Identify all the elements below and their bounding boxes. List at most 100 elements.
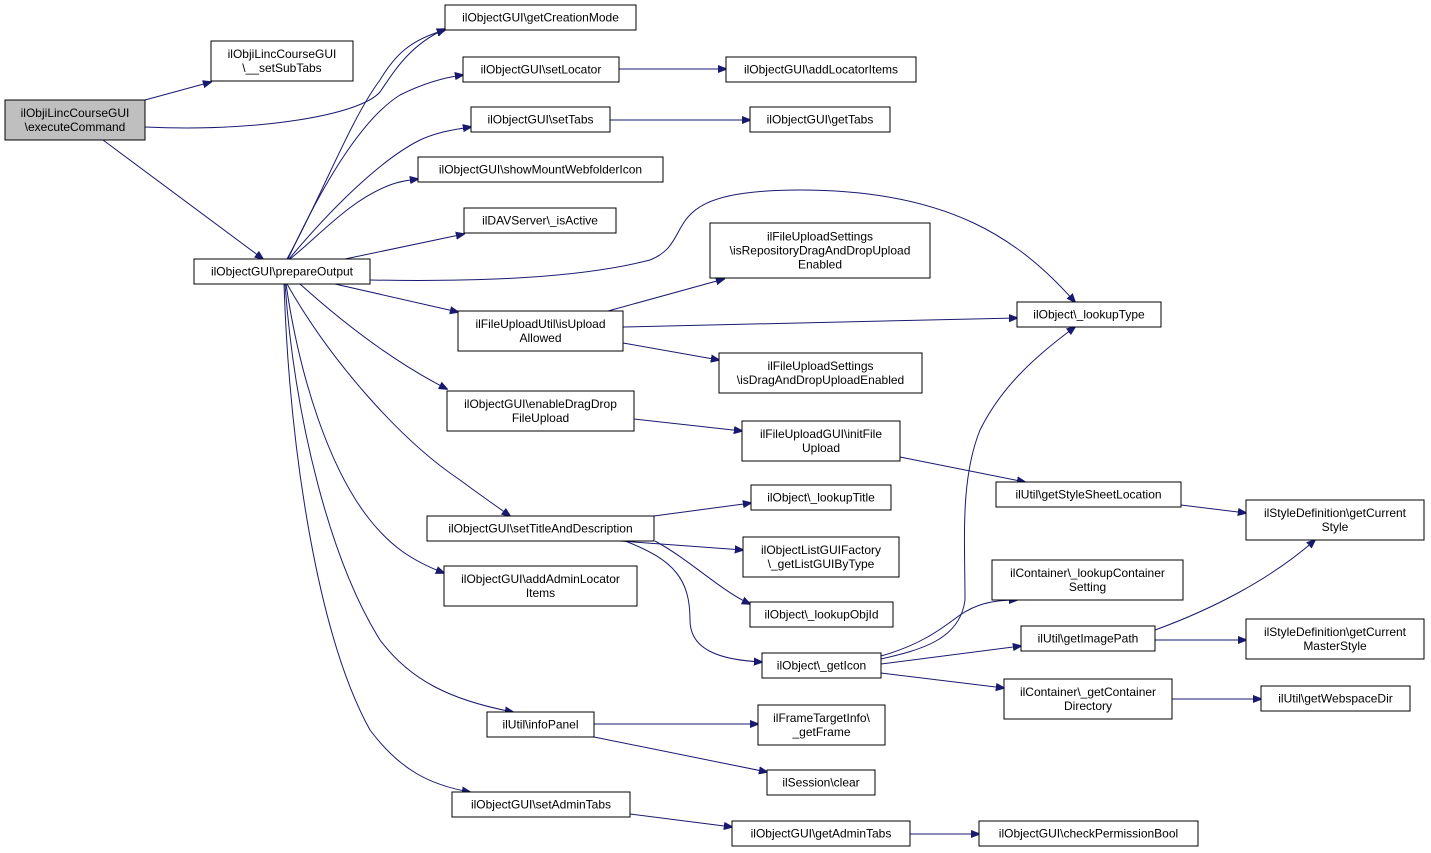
node-n28[interactable]: ilUtil\getWebspaceDir [1260, 685, 1411, 712]
edge-n2-n22 [285, 283, 444, 573]
edge-line [289, 179, 418, 260]
node-label: ilObjectGUI\checkPermissionBool [999, 827, 1178, 841]
node-n34[interactable]: ilObjectGUI\checkPermissionBool [978, 820, 1199, 847]
node-box [742, 536, 900, 578]
edge-n32-n33 [629, 813, 732, 827]
edge-n14-n15 [633, 418, 742, 431]
edge-line [284, 283, 513, 712]
edge-line [622, 342, 719, 360]
node-box [470, 106, 611, 133]
edge-n2-n29 [284, 283, 513, 712]
node-label: \isDragAndDropUploadEnabled [737, 373, 904, 387]
node-n9[interactable]: ilDAVServer\_isActive [463, 207, 617, 234]
node-n31[interactable]: ilSession\clear [766, 769, 876, 796]
node-box [1245, 618, 1425, 660]
node-n1[interactable]: ilObjiLincCourseGUI\__setSubTabs [210, 40, 354, 82]
node-n11[interactable]: ilObject\_lookupType [1016, 301, 1162, 328]
node-n8[interactable]: ilObjectGUI\showMountWebfolderIcon [417, 156, 664, 183]
node-n33[interactable]: ilObjectGUI\getAdminTabs [731, 820, 911, 847]
node-label: Setting [1069, 580, 1106, 594]
node-box [757, 704, 886, 746]
node-n23[interactable]: ilObject\_lookupObjId [749, 601, 894, 628]
node-n30[interactable]: ilFrameTargetInfo\_getFrame [757, 704, 886, 746]
edge-n2-n6 [288, 127, 471, 260]
edge-n2-n11 [369, 189, 1075, 302]
node-n3[interactable]: ilObjectGUI\getCreationMode [444, 4, 637, 31]
node-n26[interactable]: ilObject\_getIcon [761, 652, 882, 679]
edge-n26-n27 [880, 672, 1004, 688]
edge-line [607, 279, 724, 312]
node-label: ilObjiLincCourseGUI [228, 47, 337, 61]
node-label: Directory [1064, 699, 1112, 713]
node-box [486, 711, 595, 738]
node-label: \_getListGUIByType [768, 557, 875, 571]
edge-n12-n11 [622, 318, 1017, 328]
node-label: ilObjectGUI\showMountWebfolderIcon [439, 163, 642, 177]
edge-n19-n20 [619, 540, 743, 550]
node-label: ilObjectGUI\setTitleAndDescription [448, 522, 632, 536]
node-box [1003, 678, 1173, 720]
node-n7[interactable]: ilObjectGUI\getTabs [749, 106, 891, 133]
node-label: ilObjectListGUIFactory [761, 543, 881, 557]
node-box [426, 515, 655, 542]
edge-line [629, 813, 732, 827]
node-n13[interactable]: ilFileUploadSettings\isDragAndDropUpload… [718, 352, 923, 394]
node-label: Enabled [798, 258, 842, 272]
node-box [1016, 301, 1162, 328]
node-label: Upload [802, 441, 840, 455]
node-label: ilFrameTargetInfo\ [773, 711, 870, 725]
edge-line [880, 646, 1021, 665]
node-label: ilObjectGUI\addAdminLocator [461, 572, 620, 586]
node-label: ilStyleDefinition\getCurrent [1264, 625, 1407, 639]
edge-line [1154, 540, 1315, 631]
edge-n16-n17 [1180, 504, 1246, 513]
node-label: ilObjectGUI\getAdminTabs [751, 827, 892, 841]
edge-line [624, 540, 762, 662]
edge-line [144, 82, 211, 101]
node-label: ilUtil\getImagePath [1038, 632, 1139, 646]
node-n10[interactable]: ilFileUploadSettings\isRepositoryDragAnd… [709, 222, 931, 279]
edge-n2-n19 [286, 283, 510, 516]
edge-n2-n32 [283, 283, 470, 792]
edge-line [285, 283, 444, 573]
node-label: ilUtil\getWebspaceDir [1278, 692, 1393, 706]
node-n29[interactable]: ilUtil\infoPanel [486, 711, 595, 738]
node-n24[interactable]: ilUtil\getImagePath [1020, 625, 1156, 652]
node-box [1020, 625, 1156, 652]
node-label: ilObjectGUI\getTabs [767, 113, 874, 127]
node-n0[interactable]: ilObjiLincCourseGUI\executeCommand [4, 99, 146, 141]
node-label: _getFrame [791, 725, 850, 739]
node-n19[interactable]: ilObjectGUI\setTitleAndDescription [426, 515, 655, 542]
node-box [766, 769, 876, 796]
node-label: \isRepositoryDragAndDropUpload [730, 244, 911, 258]
node-box [417, 156, 664, 183]
node-box [210, 40, 354, 82]
node-n20[interactable]: ilObjectListGUIFactory\_getListGUIByType [742, 536, 900, 578]
node-n5[interactable]: ilObjectGUI\addLocatorItems [725, 56, 917, 83]
edge-n29-n31 [593, 736, 767, 772]
node-label: \__setSubTabs [242, 61, 321, 75]
node-box [718, 352, 923, 394]
edge-line [622, 318, 1017, 328]
edge-line [334, 283, 458, 312]
node-n32[interactable]: ilObjectGUI\setAdminTabs [451, 791, 631, 818]
node-n18[interactable]: ilObject\_lookupTitle [750, 484, 892, 511]
node-n4[interactable]: ilObjectGUI\setLocator [462, 56, 620, 83]
node-n6[interactable]: ilObjectGUI\setTabs [470, 106, 611, 133]
node-n2[interactable]: ilObjectGUI\prepareOutput [193, 258, 371, 285]
edge-line [287, 75, 463, 260]
node-label: FileUpload [512, 411, 569, 425]
node-label: ilObject\_lookupObjId [764, 608, 878, 622]
node-label: Items [526, 586, 555, 600]
node-n16[interactable]: ilUtil\getStyleSheetLocation [995, 481, 1182, 508]
node-box [1260, 685, 1411, 712]
node-label: ilObjectGUI\enableDragDrop [464, 397, 617, 411]
